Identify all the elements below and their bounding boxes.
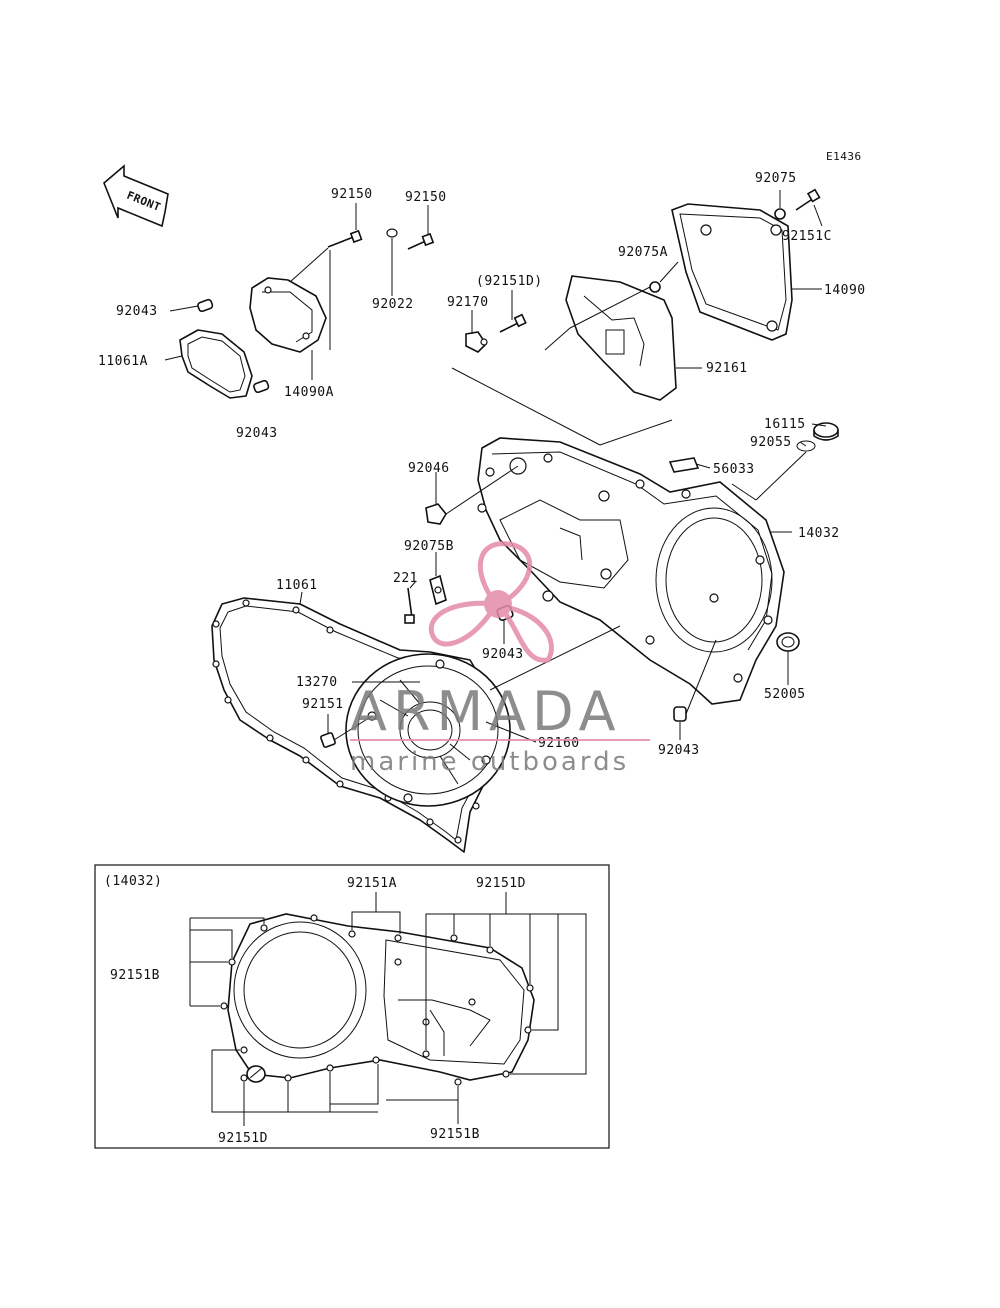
label-92043-right: 92043 [658, 743, 700, 758]
inset-title: (14032) [104, 874, 162, 889]
label-92043-center: 92043 [482, 647, 524, 662]
clutch-cover-14032-group [425, 422, 839, 740]
label-92170: 92170 [447, 295, 489, 310]
label-92043-top: 92043 [116, 304, 158, 319]
bolt-221-icon [404, 587, 415, 624]
cover-14090A-icon [249, 277, 327, 353]
nut-92075-icon [774, 208, 786, 220]
bolt-92150-left-icon [327, 229, 363, 248]
small-cover-group [164, 203, 435, 399]
label-56033: 56033 [713, 462, 755, 477]
cover-14090-icon [671, 203, 793, 341]
label-92075: 92075 [755, 171, 797, 186]
label-13270: 13270 [296, 675, 338, 690]
watermark-tagline: marine outboards [350, 747, 629, 777]
label-92043-bottom-left: 92043 [236, 426, 278, 441]
bracket-92170-icon [465, 331, 488, 353]
label-92150-left: 92150 [331, 187, 373, 202]
inset-label-92151D-bottom: 92151D [218, 1131, 268, 1146]
bracket-group [451, 290, 673, 446]
washer-92022-icon [386, 228, 398, 238]
watermark-brand: ARMADA [350, 680, 622, 743]
bolt-92151D-paren-icon [499, 313, 527, 333]
cover-13270-group [320, 625, 621, 807]
watermark: ARMADA marine outboards [350, 541, 650, 777]
label-92055: 92055 [750, 435, 792, 450]
label-92151: 92151 [302, 697, 344, 712]
label-92075B: 92075B [404, 539, 454, 554]
label-92022: 92022 [372, 297, 414, 312]
label-14032: 14032 [798, 526, 840, 541]
label-14090: 14090 [824, 283, 866, 298]
inset-label-92151D-top: 92151D [476, 876, 526, 891]
plug-16115-icon [813, 422, 839, 441]
gasket-11061-icon [211, 597, 493, 853]
label-11061A: 11061A [98, 354, 148, 369]
label-221: 221 [393, 571, 418, 586]
front-arrow-icon: FRONT [103, 164, 169, 228]
propeller-logo-icon [428, 541, 554, 663]
upper-right-cover-group [544, 188, 823, 401]
label-92075A: 92075A [618, 245, 668, 260]
label-56033-icon [668, 457, 700, 473]
dowel-92043-right-icon [673, 706, 687, 722]
inset-14032: (14032) [94, 864, 610, 1149]
cover-13270-icon [345, 653, 511, 807]
inset-label-92151B-left: 92151B [110, 968, 160, 983]
label-92161: 92161 [706, 361, 748, 376]
label-11061: 11061 [276, 578, 318, 593]
gasket-11061A-icon [179, 329, 253, 399]
seal-52005-icon [776, 632, 800, 652]
label-92151C: 92151C [782, 229, 832, 244]
label-52005: 52005 [764, 687, 806, 702]
inset-leaders [189, 892, 587, 1126]
diagram-code: E1436 [826, 150, 862, 163]
dowel-92043-top-icon [197, 298, 214, 313]
bolt-92151C-icon [795, 188, 821, 211]
damper-92046-icon [425, 503, 447, 525]
label-92151D-paren: (92151D) [476, 274, 543, 289]
damper-92075A-icon [649, 281, 661, 293]
dowel-92043-bottom-icon [253, 379, 270, 394]
part-labels: 92150 92150 92022 92043 11061A 14090A 92… [98, 171, 866, 758]
inset-label-92151A: 92151A [347, 876, 397, 891]
plate-92161-icon [565, 275, 677, 401]
bolt-92150-right-icon [407, 232, 435, 250]
inset-bolt-holes [220, 914, 534, 1086]
label-16115: 16115 [764, 417, 806, 432]
label-92046: 92046 [408, 461, 450, 476]
o-ring-92055-icon [796, 440, 816, 452]
clutch-cover-14032-icon [477, 437, 785, 705]
bolt-92151-icon [320, 732, 336, 748]
inset-label-92151B-bottom: 92151B [430, 1127, 480, 1142]
damper-bolt-group [404, 552, 447, 624]
label-14090A: 14090A [284, 385, 334, 400]
label-92150-right: 92150 [405, 190, 447, 205]
